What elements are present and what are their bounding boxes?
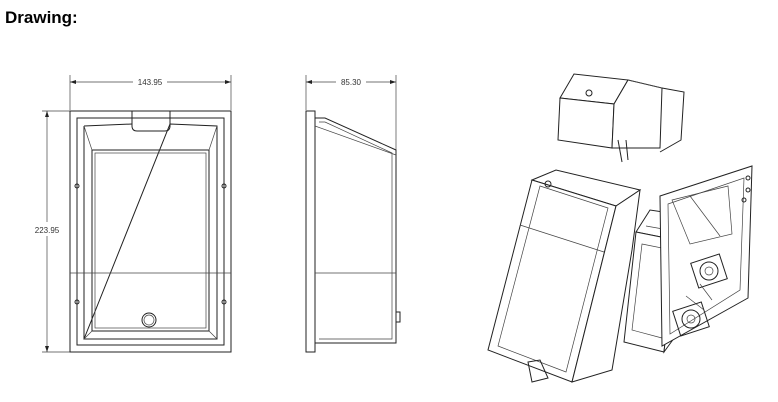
front-view: 143.95 223.95: [35, 75, 232, 353]
height-dimension-label: 223.95: [35, 226, 60, 235]
exploded-view: [487, 73, 753, 383]
depth-dimension-label: 85.30: [341, 78, 362, 87]
width-dimension-label: 143.95: [138, 78, 163, 87]
side-view: 85.30: [305, 75, 401, 353]
section-heading: Drawing:: [5, 8, 78, 27]
